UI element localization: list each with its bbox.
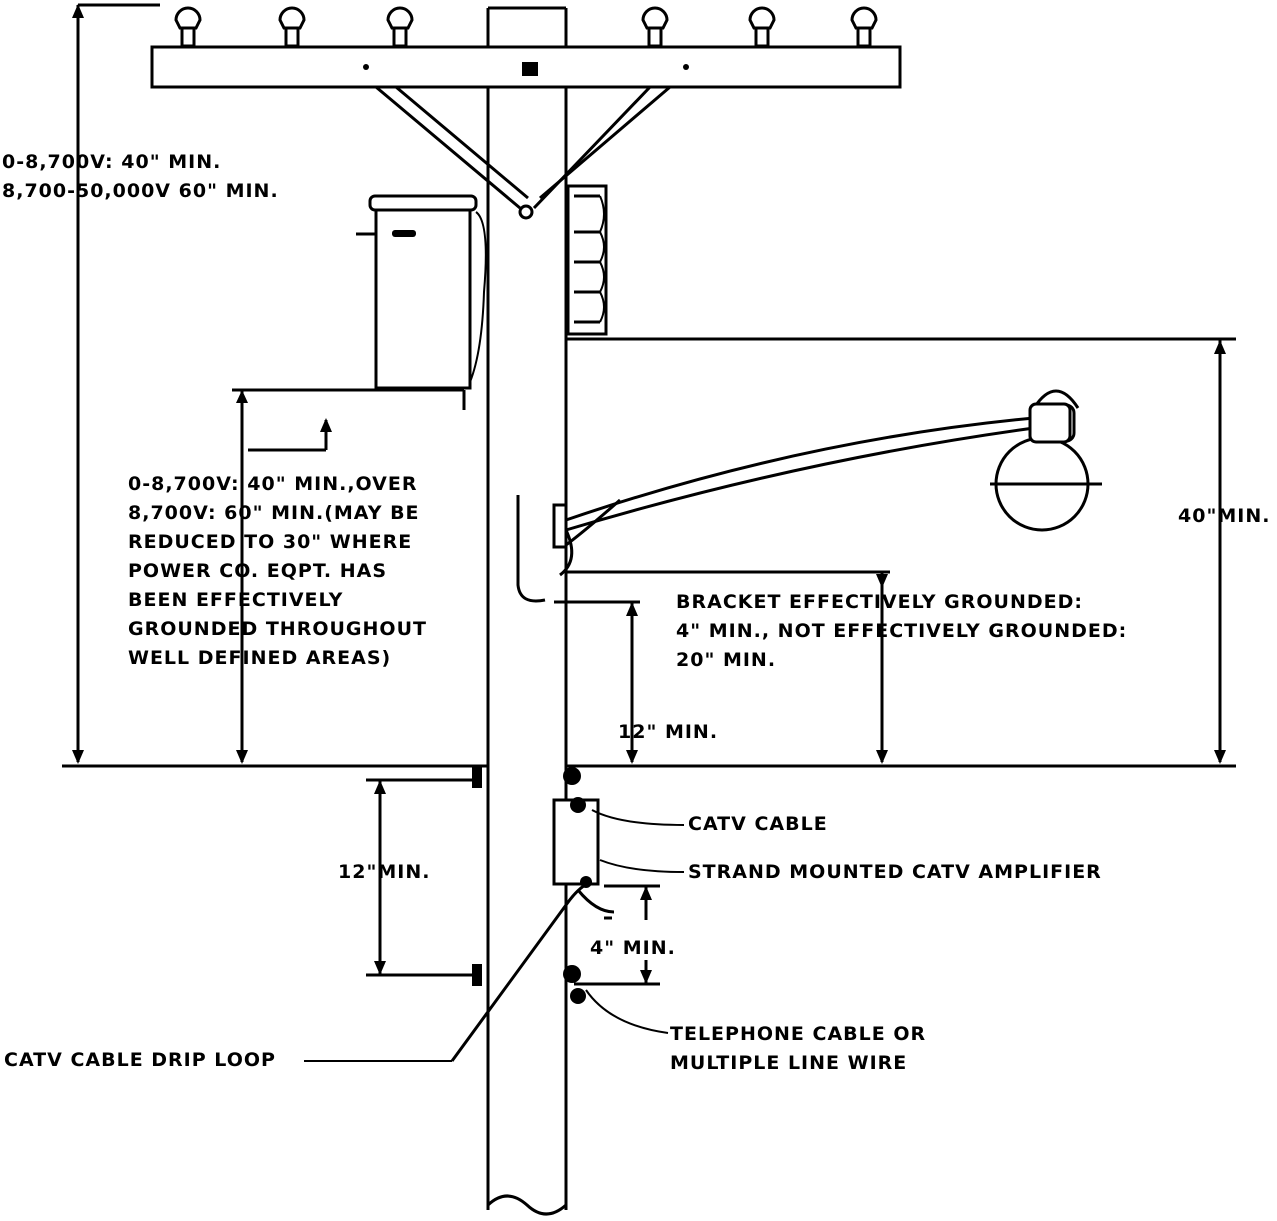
bracket-line: BRACKET EFFECTIVELY GROUNDED: [676, 591, 1083, 613]
top-clearance-label-1: 0-8,700V: 40" MIN. [2, 151, 222, 173]
transformer-icon [356, 194, 487, 390]
top-dimension-line [72, 3, 160, 764]
four-min-dimension [563, 884, 660, 1004]
insulators [174, 6, 878, 48]
telephone-line: MULTIPLE LINE WIRE [670, 1052, 908, 1074]
mid-clearance-line: WELL DEFINED AREAS) [128, 647, 392, 669]
bracket-ground-wire [516, 495, 546, 603]
mid-clearance-line: REDUCED TO 30" WHERE [128, 531, 413, 553]
twelve-min-lower-dimension [366, 766, 482, 986]
mid-dimension-line [232, 388, 466, 764]
insulator-icon [641, 6, 669, 48]
bracket-label: BRACKET EFFECTIVELY GROUNDED: 4" MIN., N… [676, 588, 1127, 675]
street-lamp-icon [552, 389, 1102, 577]
mid-clearance-line: 8,700V: 60" MIN.(MAY BE [128, 502, 420, 524]
crossarm [150, 45, 902, 220]
catv-cable-label: CATV CABLE [688, 813, 828, 835]
bracket-line: 20" MIN. [676, 649, 777, 671]
mid-clearance-line: POWER CO. EQPT. HAS [128, 560, 388, 582]
amplifier-icon [552, 767, 600, 888]
pin-insulator-stack [566, 184, 608, 336]
telephone-label: TELEPHONE CABLE OR MULTIPLE LINE WIRE [670, 1020, 926, 1078]
mid-clearance-line: BEEN EFFECTIVELY [128, 589, 344, 611]
drip-loop-label: CATV CABLE DRIP LOOP [4, 1049, 276, 1071]
telephone-line: TELEPHONE CABLE OR [670, 1023, 927, 1045]
insulator-icon [850, 6, 878, 48]
ground-line [62, 337, 1236, 768]
mid-clearance-line: GROUNDED THROUGHOUT [128, 618, 427, 640]
drip-loop [450, 880, 615, 1062]
twelve-min-lower-label: 12"MIN. [338, 861, 431, 883]
insulator-icon [174, 6, 202, 48]
catv-leaders [304, 809, 685, 1062]
twelve-min-upper-dimension [554, 600, 640, 764]
twelve-min-upper-label: 12" MIN. [618, 721, 719, 743]
four-min-label: 4" MIN. [590, 937, 676, 959]
mid-clearance-line: 0-8,700V: 40" MIN.,OVER [128, 473, 418, 495]
lamp-clearance-label: 40"MIN. [1178, 505, 1271, 527]
bracket-line: 4" MIN., NOT EFFECTIVELY GROUNDED: [676, 620, 1128, 642]
insulator-icon [748, 6, 776, 48]
lamp-dimension [1214, 340, 1226, 764]
insulator-icon [278, 6, 306, 48]
mid-clearance-label: 0-8,700V: 40" MIN.,OVER 8,700V: 60" MIN.… [128, 470, 427, 673]
amplifier-label: STRAND MOUNTED CATV AMPLIFIER [688, 861, 1102, 883]
insulator-icon [386, 6, 414, 48]
bracket-dimension [566, 570, 890, 764]
top-clearance-label-2: 8,700-50,000V 60" MIN. [2, 180, 279, 202]
